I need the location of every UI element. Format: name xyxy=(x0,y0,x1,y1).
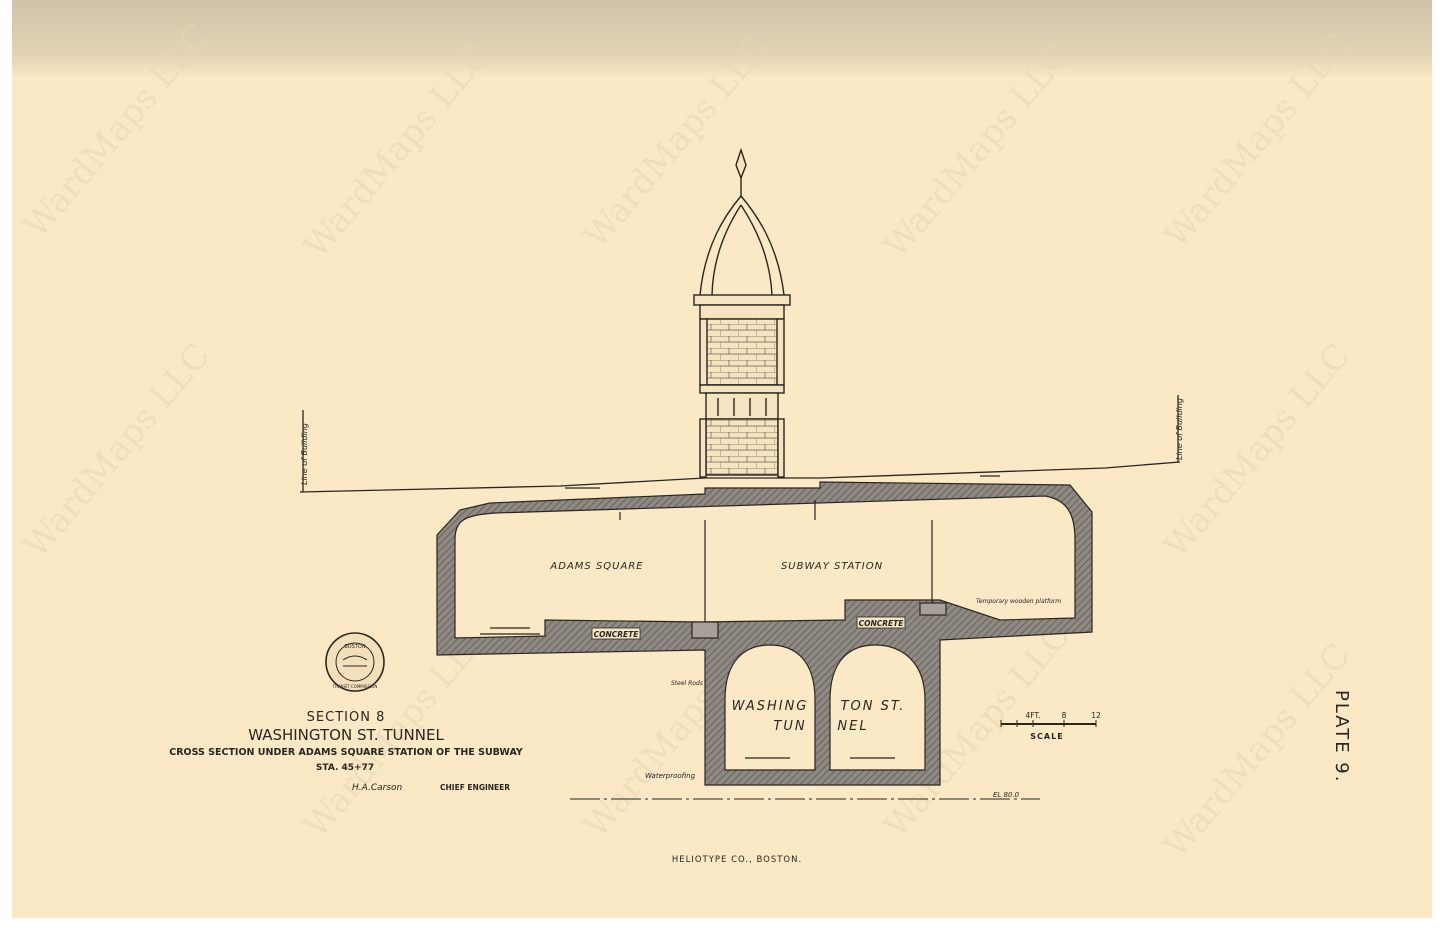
boston-transit-commission-seal: BOSTON TRANSIT COMMISSION xyxy=(325,632,385,692)
label-elevation: EL 80.0 xyxy=(993,791,1020,799)
svg-text:SCALE: SCALE xyxy=(1030,732,1063,741)
label-subway-station: SUBWAY STATION xyxy=(781,561,883,572)
section-number: SECTION 8 xyxy=(307,710,386,725)
svg-text:BOSTON: BOSTON xyxy=(344,644,365,650)
label-concrete-right: CONCRETE xyxy=(859,619,905,628)
label-tunnel-nel: NEL xyxy=(837,719,868,734)
entrance-kiosk xyxy=(693,147,791,478)
label-tunnel-tun: TUN xyxy=(773,719,806,734)
label-steel-rods: Steel Rods xyxy=(671,680,703,687)
printer-credit: HELIOTYPE CO., BOSTON. xyxy=(672,855,802,865)
scale-bar: 4FT. 8 12 SCALE xyxy=(1000,711,1101,741)
station-number: STA. 45+77 xyxy=(316,763,374,773)
drawing-title: WASHINGTON ST. TUNNEL xyxy=(248,726,444,744)
label-waterproofing: Waterproofing xyxy=(645,772,696,780)
label-temporary-platform: Temporary wooden platform xyxy=(976,598,1061,605)
svg-text:12: 12 xyxy=(1091,711,1101,720)
drawing-subtitle: CROSS SECTION UNDER ADAMS SQUARE STATION… xyxy=(169,747,523,758)
station-structure xyxy=(436,475,1093,786)
engineer-signature: H.A.Carson xyxy=(352,783,403,793)
label-line-of-building-left: Line of Building xyxy=(300,423,309,485)
label-concrete-left: CONCRETE xyxy=(594,630,640,639)
svg-text:TRANSIT COMMISSION: TRANSIT COMMISSION xyxy=(332,684,378,689)
label-line-of-building-right: Line of Building xyxy=(1175,398,1184,460)
label-tunnel-ton-st: TON ST. xyxy=(841,699,906,714)
engineer-role: CHIEF ENGINEER xyxy=(440,783,510,792)
label-tunnel-washing: WASHING xyxy=(732,699,809,714)
plate-number: PLATE 9. xyxy=(1331,690,1352,783)
street-surface xyxy=(299,395,1181,493)
svg-text:8: 8 xyxy=(1062,711,1067,720)
label-adams-square: ADAMS SQUARE xyxy=(549,561,643,572)
torn-top-edge xyxy=(12,0,1432,78)
svg-text:4FT.: 4FT. xyxy=(1025,711,1040,720)
